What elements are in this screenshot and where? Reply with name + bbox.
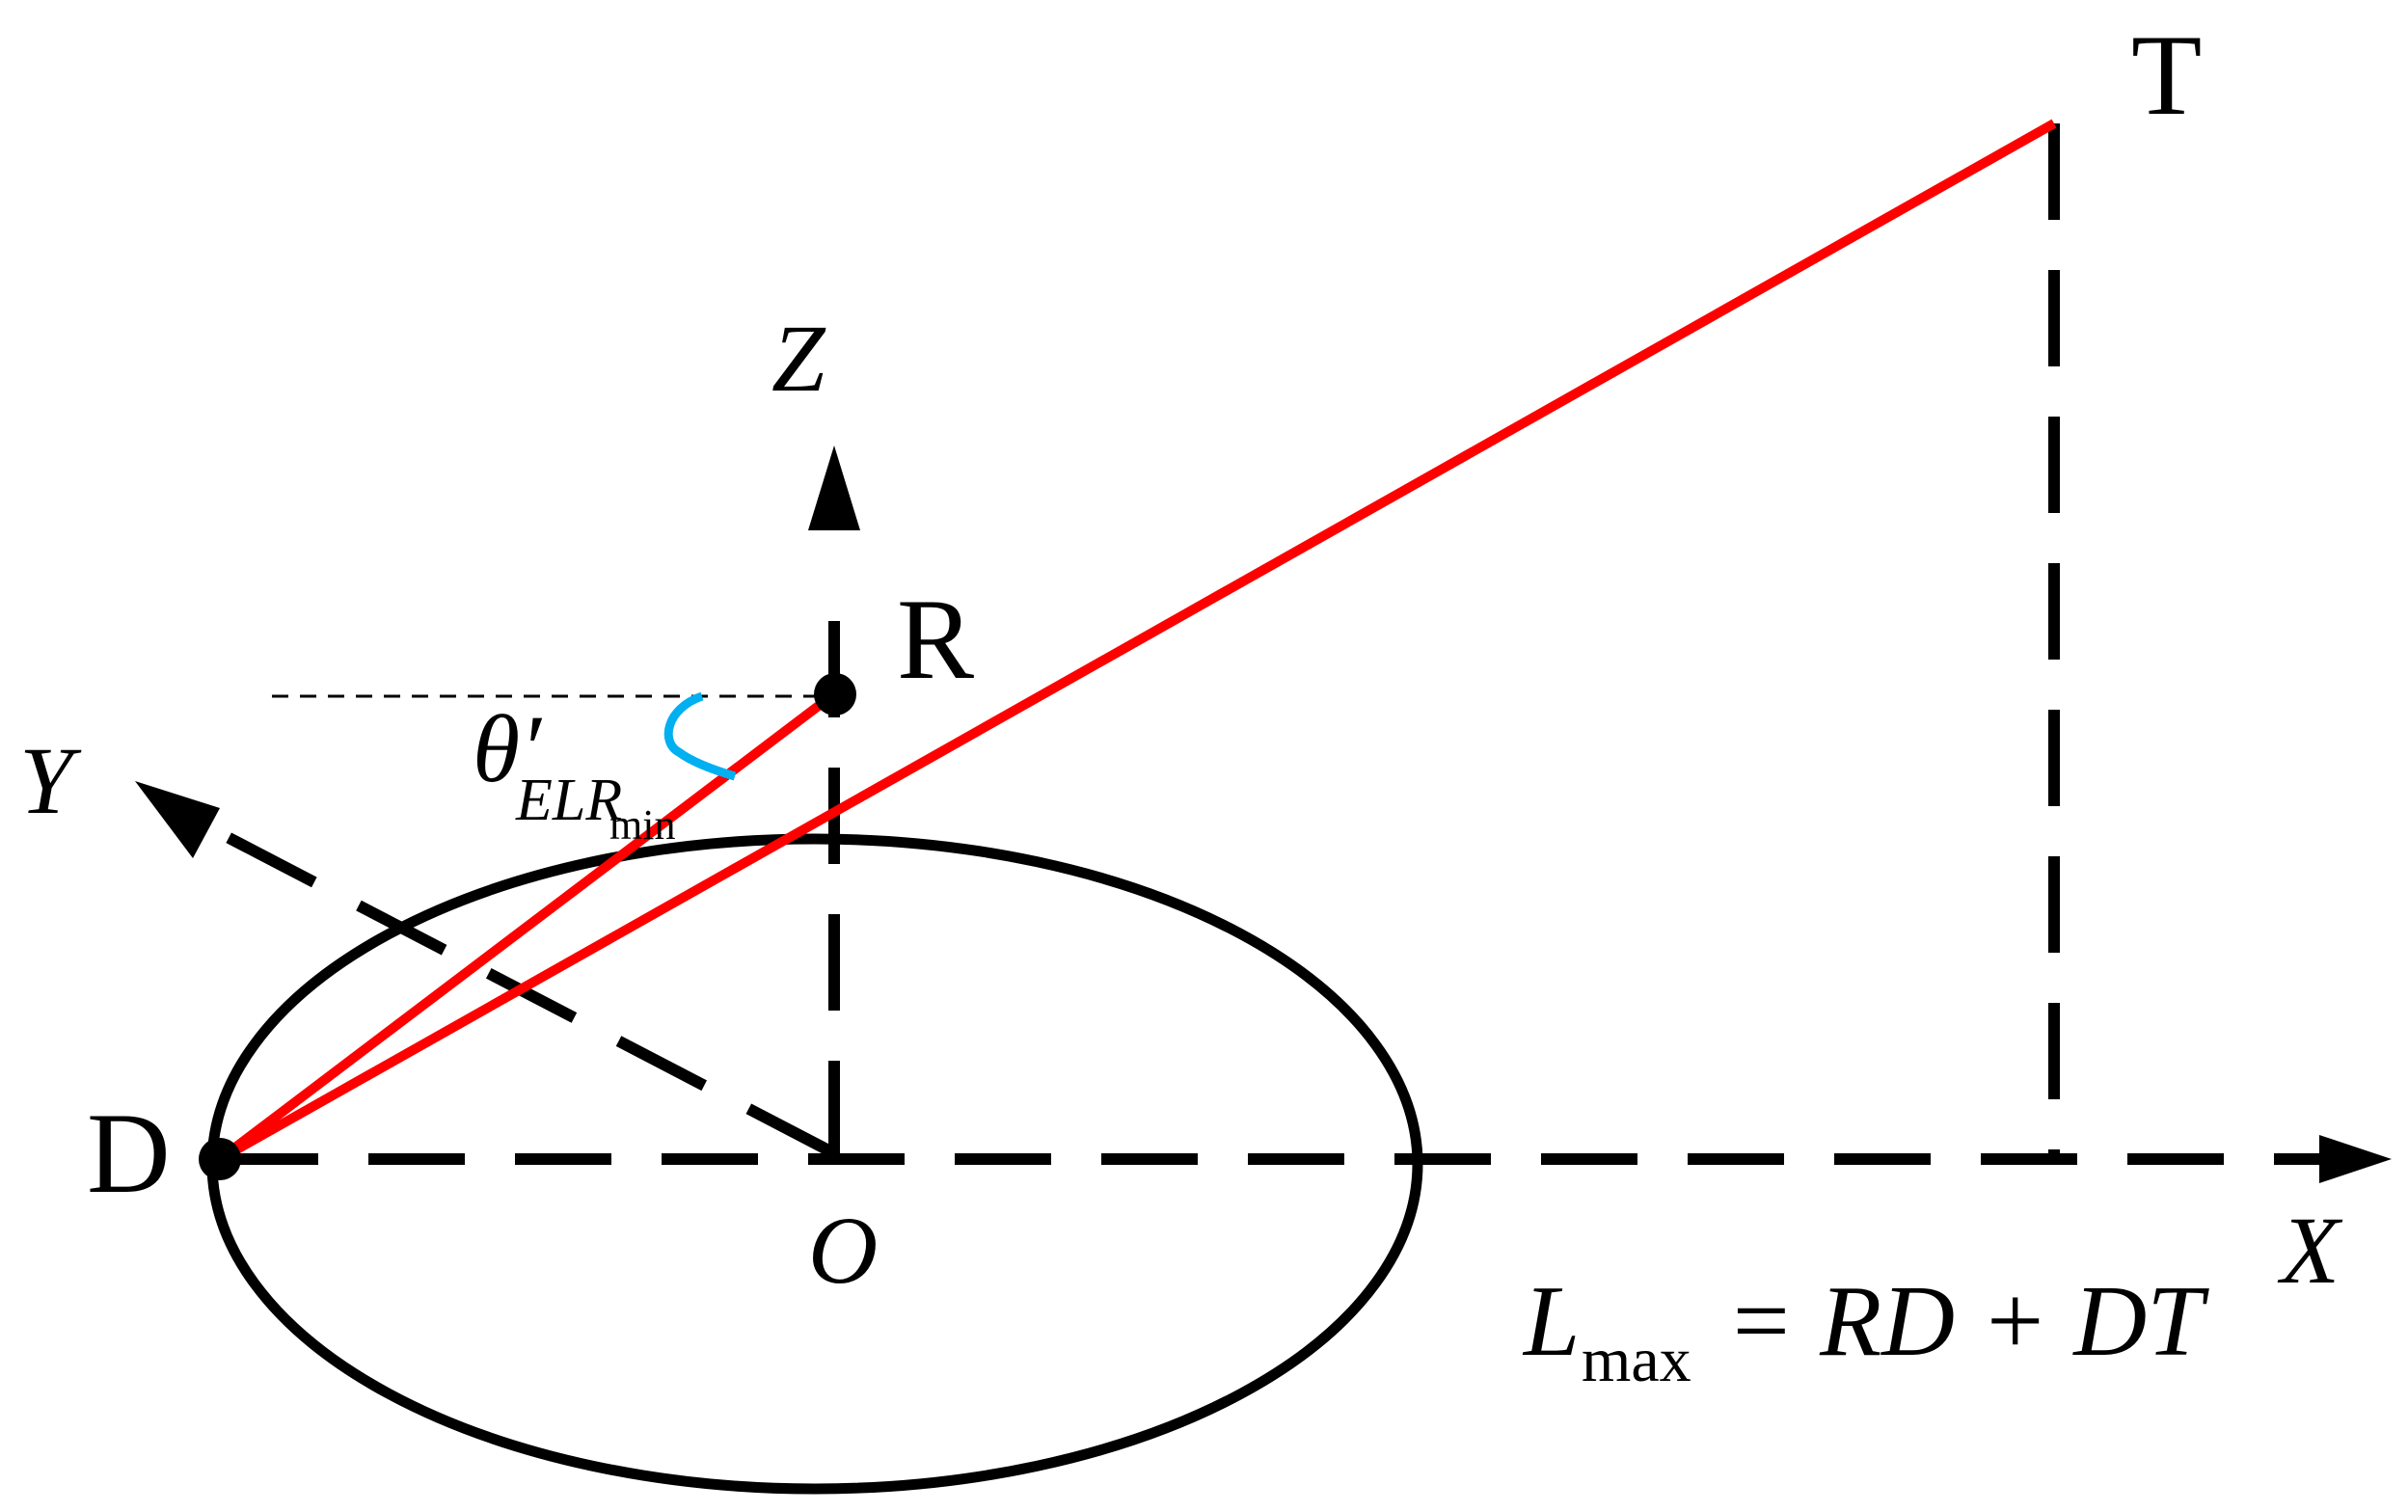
x-axis-arrowhead xyxy=(2319,1135,2392,1183)
angle-subscript: ELR xyxy=(515,768,622,833)
label-y-axis: Y xyxy=(19,727,82,834)
elevation-angle-arc xyxy=(663,691,737,781)
equation-lhs-subscript: max xyxy=(1582,1325,1691,1395)
equation-rhs: = RD + DT xyxy=(1726,1264,2209,1377)
label-d: D xyxy=(87,1089,171,1217)
z-axis-arrowhead xyxy=(808,446,860,530)
label-z-axis: Z xyxy=(771,305,826,412)
label-r: R xyxy=(897,575,974,703)
angle-symbol: θ′ xyxy=(473,695,543,802)
point-r-marker xyxy=(814,673,856,716)
point-d-marker xyxy=(199,1138,241,1180)
label-t: T xyxy=(2131,11,2202,139)
angle-label: θ′ xyxy=(473,695,543,802)
label-origin: O xyxy=(808,1197,878,1304)
angle-sub-subscript: min xyxy=(609,801,675,849)
y-axis-arrowhead xyxy=(135,781,220,858)
equation-lhs-symbol: L xyxy=(1522,1264,1580,1377)
label-x-axis: X xyxy=(2277,1197,2343,1304)
ray-d-to-t xyxy=(217,119,2057,1164)
